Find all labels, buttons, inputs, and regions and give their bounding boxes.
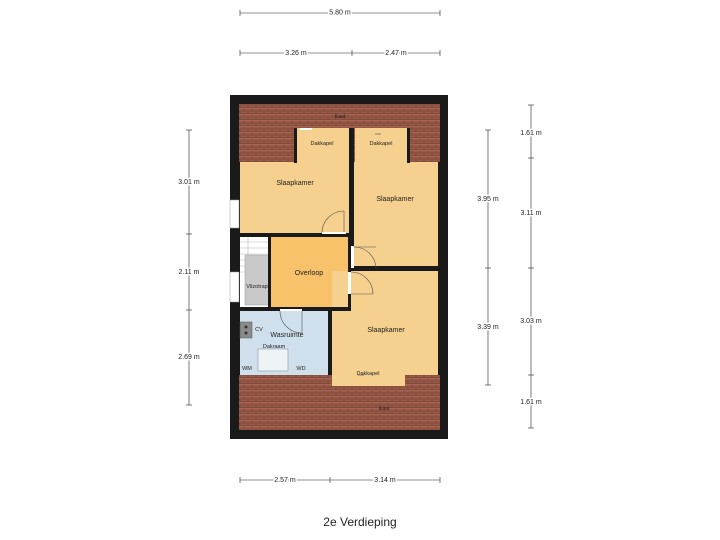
floor-title: 2e Verdieping xyxy=(323,515,397,529)
dim-right-inner-bottom: 3.39 m xyxy=(477,324,499,331)
cv-dial-icon xyxy=(244,331,248,335)
window-left-2 xyxy=(229,271,240,303)
label-kast-top: Kast xyxy=(334,114,345,120)
dim-left-top: 3.01 m xyxy=(178,179,200,186)
dim-top-right: 2.47 m xyxy=(385,50,407,57)
dim-left-bottom: 2.69 m xyxy=(178,354,200,361)
dim-bottom-right: 3.14 m xyxy=(374,477,396,484)
dim-right-outer-4: 1.61 m xyxy=(520,399,542,406)
label-slaapkamer-left: Slaapkamer xyxy=(276,180,314,187)
label-kast-bottom: Kast xyxy=(378,406,389,412)
cv-unit xyxy=(239,321,253,339)
dim-total-width: 5.80 m xyxy=(329,10,351,17)
label-wasruimte: Wasruimte xyxy=(270,332,303,339)
vlizotrap-box xyxy=(244,254,270,306)
room-slaapkamer-right xyxy=(354,162,438,266)
window-top-1 xyxy=(300,128,312,130)
dakraam-window xyxy=(257,348,289,372)
dakkapel-bottom xyxy=(332,366,405,386)
kast-top xyxy=(300,112,380,128)
dim-right-outer-3: 3.03 m xyxy=(520,318,542,325)
label-dakkapel-3: Dakkapel xyxy=(357,371,380,377)
label-wm: WM xyxy=(242,366,252,372)
label-vlizotrap: Vlizotrap xyxy=(246,284,267,290)
dakkapel-left xyxy=(297,128,349,163)
cv-dial-icon xyxy=(244,325,248,329)
dim-right-outer-1: 1.61 m xyxy=(520,130,542,137)
label-overloop: Overloop xyxy=(295,270,324,277)
label-cv: CV xyxy=(255,327,263,333)
label-dakkapel-1: Dakkapel xyxy=(311,141,334,147)
dim-right-inner-top: 3.95 m xyxy=(477,196,499,203)
dakkapel-marks xyxy=(358,133,381,376)
dimension-lines xyxy=(186,10,534,483)
room-slaapkamer-bottom xyxy=(332,271,438,375)
doors xyxy=(279,210,377,334)
dim-top-left: 3.26 m xyxy=(285,50,307,57)
room-slaapkamer-left xyxy=(240,162,349,233)
label-slaapkamer-right: Slaapkamer xyxy=(376,196,414,203)
label-dakraam: Dakraam xyxy=(263,344,286,350)
label-wd: WD xyxy=(296,366,305,372)
label-slaapkamer-bottom: Slaapkamer xyxy=(367,327,405,334)
dim-right-outer-2: 3.11 m xyxy=(521,210,542,217)
window-left-1 xyxy=(229,199,240,229)
dimension-labels: 5.80 m 3.26 m 2.47 m 2.57 m 3.14 m 3.01 … xyxy=(177,8,544,486)
label-dakkapel-2: Dakkapel xyxy=(370,141,393,147)
dim-left-middle: 2.11 m xyxy=(179,269,200,276)
dim-bottom-left: 2.57 m xyxy=(274,477,296,484)
